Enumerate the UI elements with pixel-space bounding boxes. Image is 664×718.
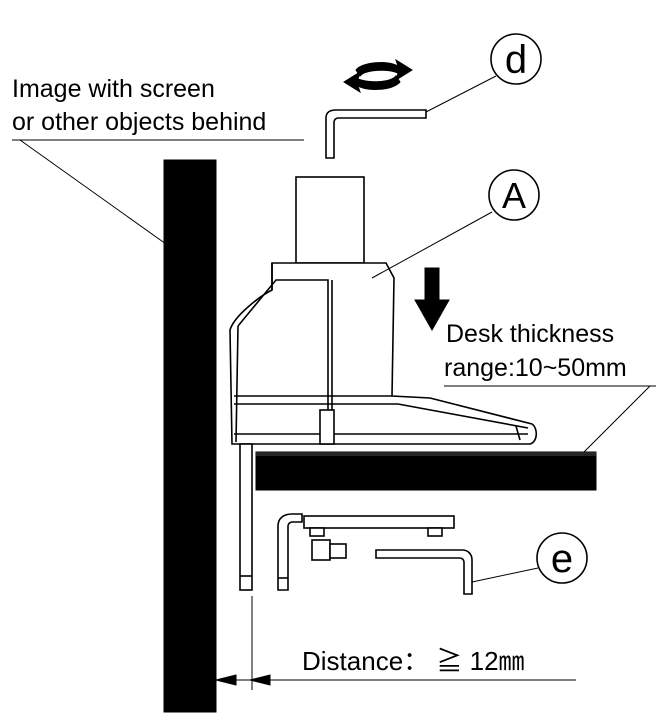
allen-key-e xyxy=(375,549,539,595)
behind-leader-diagonal xyxy=(19,139,167,245)
callout-d-leader xyxy=(425,75,497,113)
callout-d-label: d xyxy=(505,38,527,82)
distance-label: Distance： ≧ 12㎜ xyxy=(302,646,525,676)
behind-label: Image with screen or other objects behin… xyxy=(12,75,304,245)
callout-e-label: e xyxy=(551,537,573,581)
callout-a: A xyxy=(371,169,540,279)
desk-thickness-label: Desk thickness range:10~50mm xyxy=(444,320,656,457)
callout-a-label: A xyxy=(502,175,526,216)
rotate-arrows-icon xyxy=(343,58,413,94)
clamp-body xyxy=(229,176,538,445)
desk-label-line1: Desk thickness xyxy=(446,320,614,348)
callout-d: d xyxy=(490,33,542,85)
callout-e: e xyxy=(536,532,588,584)
clamp-rod xyxy=(239,443,253,591)
lower-clamp-bracket xyxy=(277,513,455,591)
desk-label-leader xyxy=(579,385,651,457)
callout-e-leader xyxy=(471,567,539,583)
desk xyxy=(255,451,597,491)
behind-label-line1: Image with screen xyxy=(12,75,215,103)
callout-a-leader xyxy=(371,211,493,279)
back-panel xyxy=(163,159,217,713)
down-arrow-icon xyxy=(414,267,450,332)
allen-key-d xyxy=(325,75,497,159)
distance-dimension: Distance： ≧ 12㎜ xyxy=(208,596,576,690)
desk-edge-highlight xyxy=(256,452,596,456)
desk-label-line2: range:10~50mm xyxy=(444,354,627,382)
behind-label-line2: or other objects behind xyxy=(12,108,266,136)
